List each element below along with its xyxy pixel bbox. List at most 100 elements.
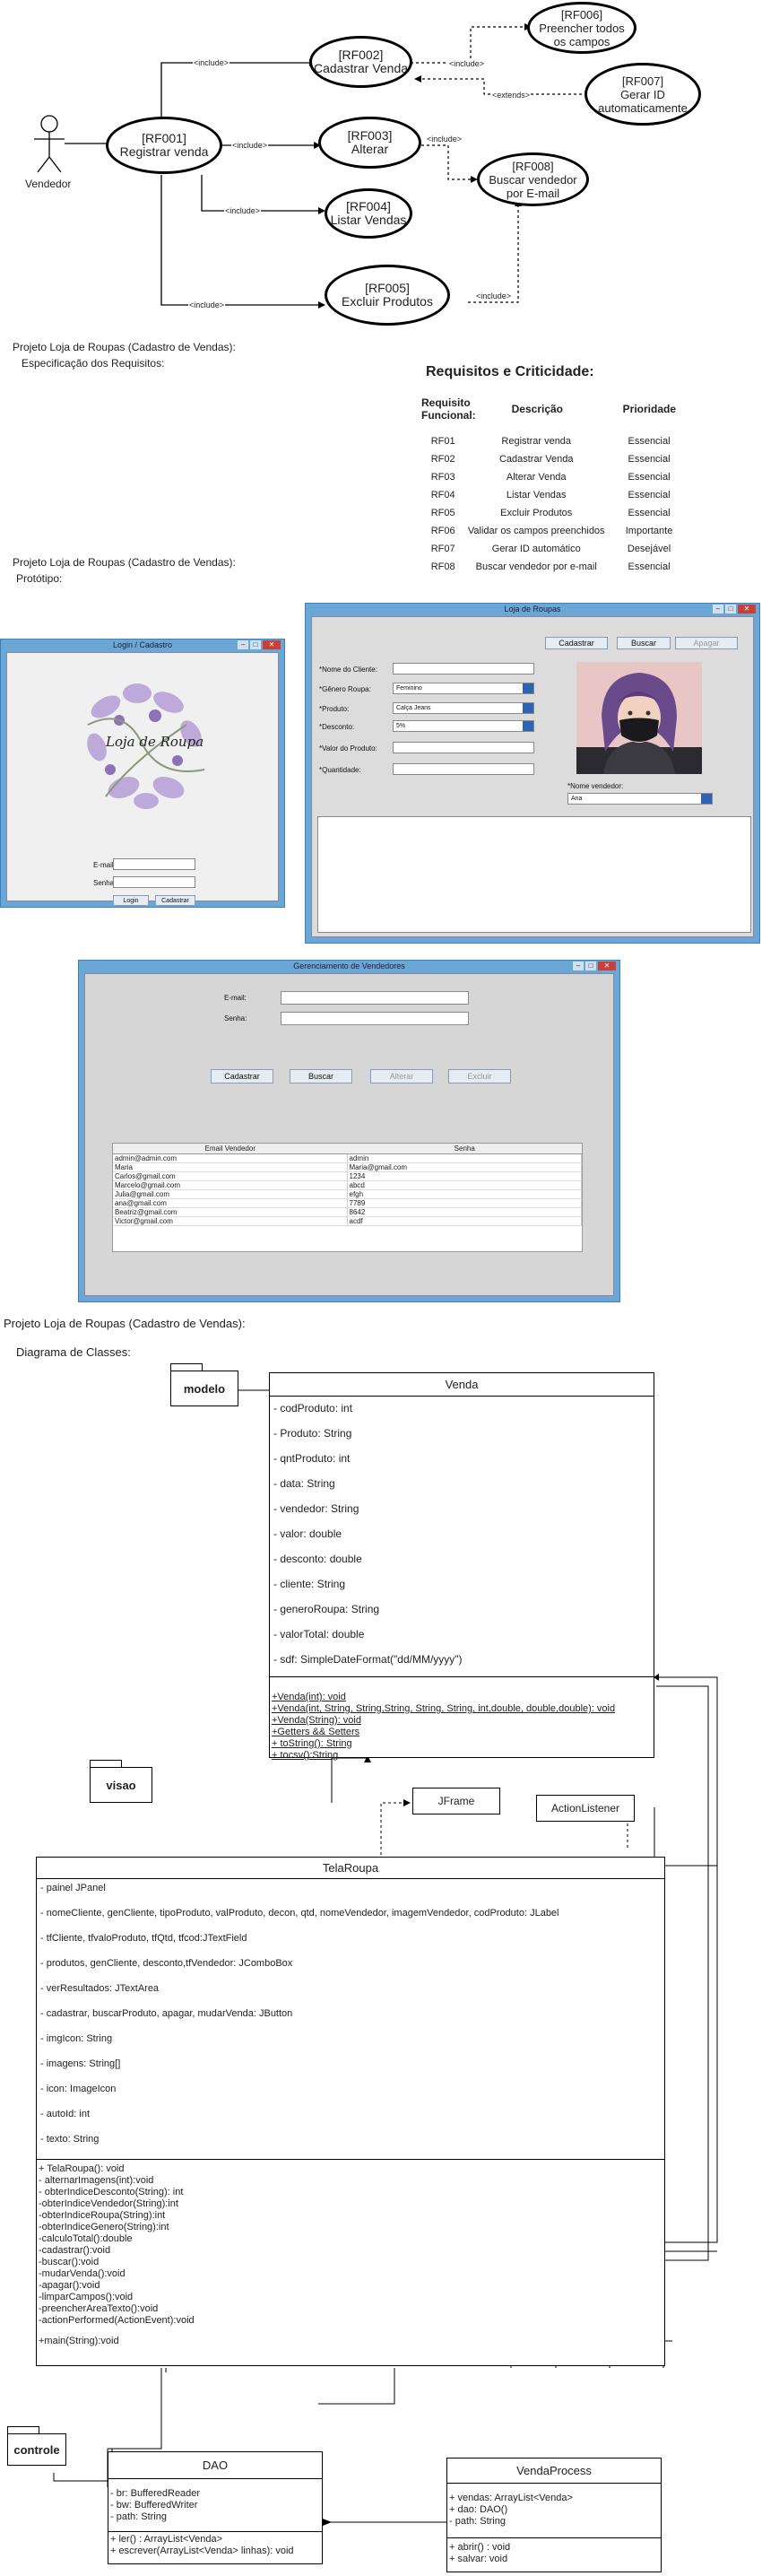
nome-cliente-input[interactable] [393,663,534,674]
class-method: - alternarImagens(int):void [39,2175,154,2186]
login-cadastrar-button[interactable]: Cadastrar [155,895,195,906]
class-method: + escrever(ArrayList<Venda> linhas): voi… [110,2546,294,2556]
loja-body: Cadastrar Buscar Apagar *Nome do Cliente… [311,616,754,937]
include-label-6: <include> [426,135,463,144]
minimize-icon[interactable]: – [238,640,248,649]
nome-cliente-label: *Nome do Cliente: [319,666,377,674]
vendedor-select[interactable]: Ana [567,793,713,805]
class-attr: - path: String [449,2516,506,2527]
class-attr: - autoId: int [40,2109,91,2119]
extends-label: <extends> [491,91,532,100]
class-method: + TelaRoupa(): void [39,2163,125,2174]
class-vendaprocess-attrs: + vendas: ArrayList<Venda> + dao: DAO() … [447,2484,661,2537]
close-icon[interactable]: ✕ [598,962,616,970]
gerenc-cadastrar-button[interactable]: Cadastrar [211,1069,273,1083]
gerenc-email-label: E-mail: [224,994,247,1002]
valor-input[interactable] [393,742,534,753]
class-attr: - valor: double [273,1527,342,1540]
class-method: -mudarVenda():void [39,2268,126,2279]
class-method: + abrir() : void [449,2542,511,2553]
usecase-rf005: [RF005] Excluir Produtos [325,265,450,326]
login-senha-input[interactable] [113,876,195,888]
class-method: -buscar():void [39,2257,100,2267]
maximize-icon[interactable]: □ [250,640,261,649]
class-method: +Getters && Setters [272,1727,360,1737]
usecase-rf004: [RF004] Listar Vendas [325,188,412,239]
spec-subtitle: Especificação dos Requisitos: [22,357,165,370]
class-attr: - data: String [273,1477,335,1490]
class-method: -obterIndiceGenero(String):int [39,2222,169,2232]
genero-select-value: Feminino [396,685,422,692]
class-attr: - br: BufferedReader [110,2488,201,2499]
usecase-rf003: [RF003] Alterar [318,117,421,169]
close-icon[interactable]: ✕ [263,640,281,649]
maximize-icon[interactable]: □ [725,605,736,614]
class-jframe: JFrame [412,1788,500,1815]
class-attr: - verResultados: JTextArea [40,1983,160,1994]
class-method: -actionPerformed(ActionEvent):void [39,2315,195,2326]
include-label-7: <include> [475,292,513,300]
gerenc-buscar-button[interactable]: Buscar [290,1069,352,1083]
gerenc-alterar-button[interactable]: Alterar [370,1069,433,1083]
minimize-icon[interactable]: – [713,605,723,614]
loja-window: Loja de Roupas –□✕ Cadastrar Buscar Apag… [305,603,760,944]
class-attr: - imagens: String[] [40,2058,121,2069]
vendedor-label: *Nome vendedor: [567,782,624,790]
maximize-icon[interactable]: □ [585,962,596,970]
usecase-rf007: [RF007] Gerar ID automaticamente [584,63,701,126]
produto-select[interactable]: Calça Jeans [393,702,534,714]
login-senha-label: Senha [93,879,115,887]
genero-select[interactable]: Feminino [393,683,534,694]
gerenc-email-input[interactable] [281,991,469,1005]
class-method: + salvar: void [449,2554,508,2564]
resultados-textarea[interactable] [317,816,751,933]
minimize-icon[interactable]: – [573,962,584,970]
desconto-select[interactable]: 5% [393,720,534,732]
login-email-input[interactable] [113,858,195,870]
close-icon[interactable]: ✕ [738,605,756,614]
class-attr: - sdf: SimpleDateFormat("dd/MM/yyyy") [273,1653,463,1666]
login-email-label: E-mail [93,861,114,869]
gerenc-excluir-button[interactable]: Excluir [448,1069,511,1083]
class-dao-attrs: - br: BufferedReader - bw: BufferedWrite… [108,2479,322,2531]
class-method: +Venda(int): void [272,1692,346,1702]
proto-title: Projeto Loja de Roupas (Cadastro de Vend… [13,556,236,569]
loja-buscar-button[interactable]: Buscar [617,637,671,649]
class-attr: - cadastrar, buscarProduto, apagar, muda… [40,2008,293,2019]
login-button[interactable]: Login [113,895,149,906]
class-venda-name: Venda [270,1373,654,1397]
table-empty-area [113,1226,582,1251]
flower-logo-image [87,683,205,809]
class-attr: + vendas: ArrayList<Venda> [449,2493,573,2503]
loja-apagar-button[interactable]: Apagar [675,637,738,649]
classes-subtitle: Diagrama de Classes: [16,1345,131,1359]
class-attr: - nomeCliente, genCliente, tipoProduto, … [40,1908,559,1919]
quantidade-input[interactable] [393,763,534,775]
requirements-table: Requisito Funcional: Descrição Prioridad… [421,386,690,576]
class-attr: - vendedor: String [273,1502,359,1515]
vendedor-photo [576,662,702,774]
class-method: -obterIndiceVendedor(String):int [39,2198,178,2209]
classes-title: Projeto Loja de Roupas (Cadastro de Vend… [4,1317,246,1330]
login-window-title: Login / Cadastro [112,640,173,649]
loja-cadastrar-button[interactable]: Cadastrar [545,637,608,649]
spec-title: Projeto Loja de Roupas (Cadastro de Vend… [13,341,236,353]
proto-subtitle: Protótipo: [16,572,63,585]
class-venda-attrs: - codProduto: int - Produto: String - qn… [270,1397,654,1676]
gerenc-senha-input[interactable] [281,1012,469,1025]
class-method: +Venda(int, String, String,String, Strin… [272,1703,616,1714]
class-telaroupa-methods: + TelaRoupa(): void - alternarImagens(in… [37,2159,664,2347]
login-logo-text: Loja de Roupa [106,734,204,750]
req-header-1: Requisito Funcional: [421,396,476,422]
